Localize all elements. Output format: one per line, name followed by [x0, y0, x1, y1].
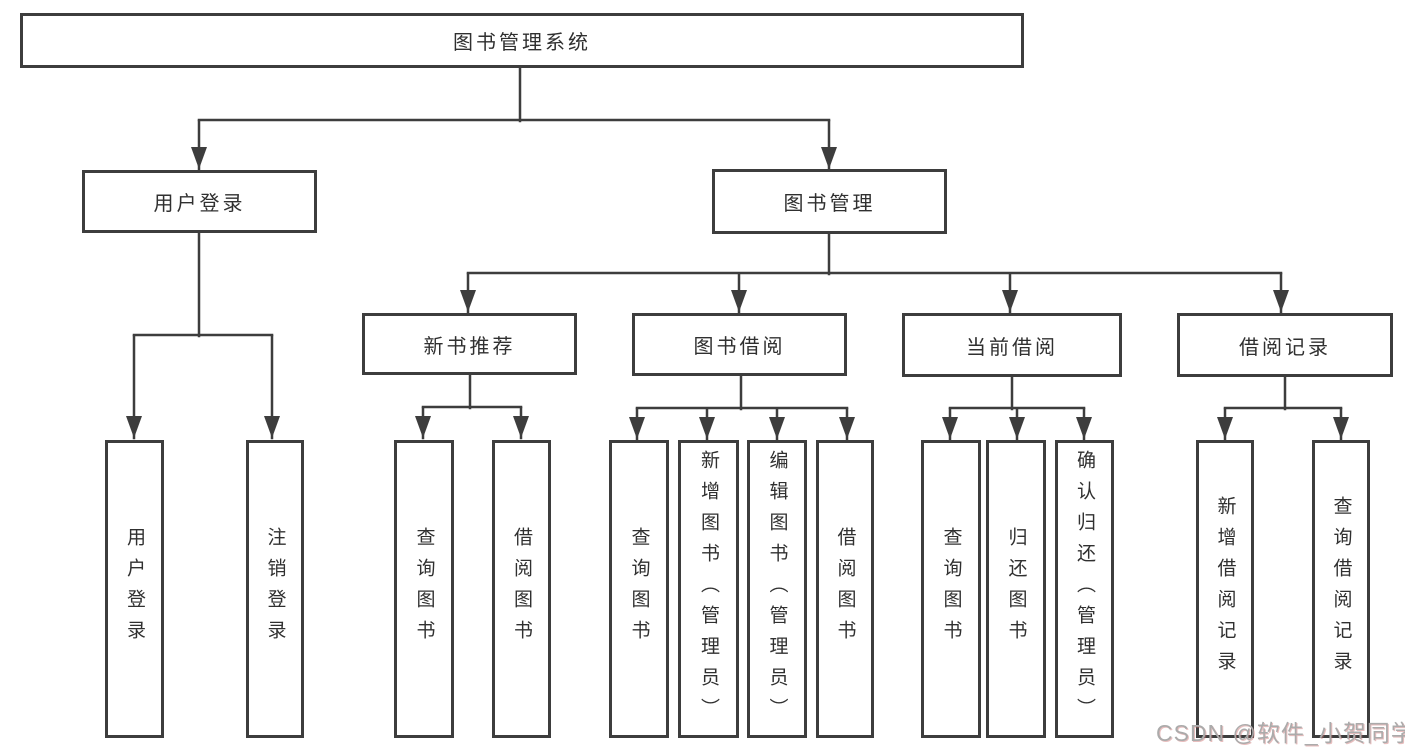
leaf-recommend-borrow-books: 借阅图书: [492, 440, 551, 738]
leaf-user-login-label: 用户登录: [124, 527, 145, 651]
leaf-return-books-label: 归还图书: [1005, 527, 1027, 651]
leaf-user-login: 用户登录: [105, 440, 164, 738]
leaf-recommend-borrow-books-label: 借阅图书: [511, 527, 532, 651]
node-library-management-system-label: 图书管理系统: [453, 32, 591, 54]
leaf-logout: 注销登录: [246, 440, 304, 738]
leaf-return-books: 归还图书: [986, 440, 1046, 738]
node-book-borrow-label: 图书借阅: [693, 336, 786, 358]
leaf-add-borrow-record-label: 新增借阅记录: [1214, 496, 1236, 682]
node-book-borrow: 图书借阅: [632, 313, 847, 376]
leaf-borrow-books: 借阅图书: [816, 440, 874, 738]
node-current-borrow-label: 当前借阅: [966, 336, 1058, 359]
leaf-add-books-admin-label: 新增图书（管理员）: [698, 449, 719, 729]
node-library-management-system: 图书管理系统: [20, 13, 1024, 68]
node-book-management-label: 图书管理: [783, 193, 876, 215]
leaf-recommend-query-books: 查询图书: [394, 440, 454, 738]
csdn-watermark: CSDN @软件_小贺同学: [1156, 720, 1405, 746]
leaf-logout-label: 注销登录: [264, 527, 286, 651]
node-new-book-recommend-label: 新书推荐: [423, 335, 516, 358]
leaf-query-borrow-record: 查询借阅记录: [1312, 440, 1370, 738]
node-user-login-label: 用户登录: [153, 193, 246, 215]
leaf-current-query-books-label: 查询图书: [940, 527, 962, 651]
leaf-current-query-books: 查询图书: [921, 440, 981, 738]
leaf-add-books-admin: 新增图书（管理员）: [678, 440, 739, 738]
leaf-borrow-query-books-label: 查询图书: [628, 527, 650, 651]
leaf-borrow-query-books: 查询图书: [609, 440, 669, 738]
leaf-recommend-query-books-label: 查询图书: [413, 527, 435, 651]
node-new-book-recommend: 新书推荐: [362, 313, 577, 375]
leaf-edit-books-admin-label: 编辑图书（管理员）: [766, 449, 788, 729]
node-borrow-records-label: 借阅记录: [1239, 336, 1331, 359]
node-borrow-records: 借阅记录: [1177, 313, 1393, 377]
leaf-add-borrow-record: 新增借阅记录: [1196, 440, 1254, 738]
leaf-borrow-books-label: 借阅图书: [834, 527, 856, 651]
leaf-query-borrow-record-label: 查询借阅记录: [1330, 496, 1352, 682]
leaf-edit-books-admin: 编辑图书（管理员）: [747, 440, 807, 738]
leaf-confirm-return-admin-label: 确认归还（管理员）: [1074, 449, 1095, 729]
node-book-management: 图书管理: [712, 169, 947, 234]
node-current-borrow: 当前借阅: [902, 313, 1122, 377]
node-user-login: 用户登录: [82, 170, 317, 233]
leaf-confirm-return-admin: 确认归还（管理员）: [1055, 440, 1114, 738]
